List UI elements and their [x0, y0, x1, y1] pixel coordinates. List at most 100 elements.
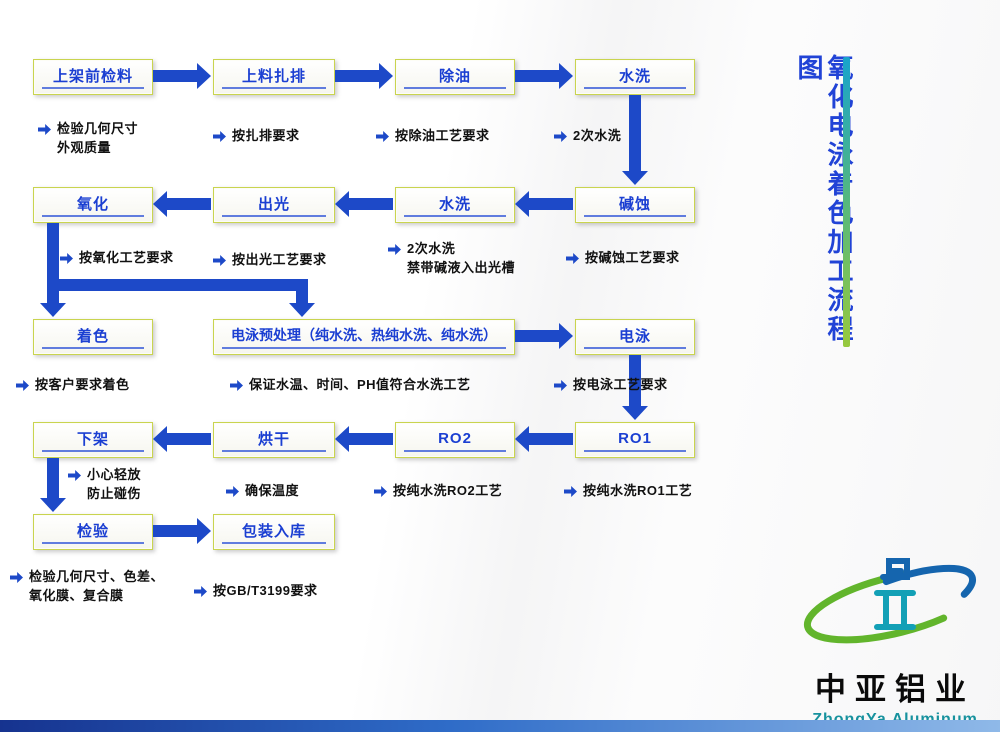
note-text: 确保温度 [245, 483, 300, 498]
note-text: 按出光工艺要求 [232, 252, 327, 267]
flow-step-box: 除油 [395, 59, 515, 95]
flow-step-box: 电泳 [575, 319, 695, 355]
note-arrow-icon [388, 244, 401, 255]
flow-step-label: 包装入库 [241, 522, 306, 540]
flow-step-underline [42, 450, 144, 452]
zhongya-logo-icon [803, 558, 987, 646]
flow-step-label: 电泳预处理（纯水洗、热纯水洗、纯水洗） [231, 327, 497, 343]
flow-step-box: 烘干 [213, 422, 335, 458]
flow-step-label: 上架前检料 [52, 67, 133, 85]
note-arrow-icon [226, 486, 239, 497]
note-arrow-icon [554, 131, 567, 142]
flow-step-underline [404, 215, 506, 217]
flow-step-box: 碱蚀 [575, 187, 695, 223]
flow-step-underline [584, 347, 686, 349]
flow-step-underline [222, 215, 326, 217]
flow-step-box: 包装入库 [213, 514, 335, 550]
note-arrow-icon [374, 486, 387, 497]
flow-step-underline [42, 215, 144, 217]
note-text: 按氧化工艺要求 [79, 250, 174, 265]
flow-step-underline [222, 347, 506, 349]
flow-step-underline [42, 347, 144, 349]
arrow-right-icon [515, 323, 573, 349]
note: 按氧化工艺要求 [60, 249, 174, 268]
note-text: 按扎排要求 [232, 128, 300, 143]
branch-connector-line [52, 279, 302, 291]
note-arrow-icon [376, 131, 389, 142]
flow-step-label: 水洗 [618, 67, 651, 85]
flow-step-label: 上料扎排 [241, 67, 306, 85]
note-arrow-icon [194, 586, 207, 597]
note-text: 2次水洗 [573, 128, 622, 143]
arrow-down-icon [40, 458, 66, 512]
note-text: 按GB/T3199要求 [213, 583, 318, 598]
flow-step-box: 水洗 [395, 187, 515, 223]
flow-step-box: 水洗 [575, 59, 695, 95]
flow-step-box: 出光 [213, 187, 335, 223]
note-arrow-icon [230, 380, 243, 391]
note: 按电泳工艺要求 [554, 376, 668, 395]
flow-step-label: 水洗 [438, 195, 471, 213]
arrow-left-icon [515, 426, 573, 452]
company-logo: 中亚铝业 ZhongYa Aluminum [790, 545, 1000, 729]
note-text: 按纯水洗RO2工艺 [393, 483, 503, 498]
note-text: 按电泳工艺要求 [573, 377, 668, 392]
note: 保证水温、时间、PH值符合水洗工艺 [230, 376, 471, 395]
flow-step-underline [42, 542, 144, 544]
flow-step-label: 着色 [76, 327, 109, 345]
flow-step-label: 碱蚀 [618, 195, 651, 213]
note: 按扎排要求 [213, 127, 300, 146]
note: 按除油工艺要求 [376, 127, 490, 146]
note: 按纯水洗RO2工艺 [374, 482, 502, 501]
note-arrow-icon [10, 572, 23, 583]
flow-step-label: RO1 [618, 429, 652, 447]
flow-step-box: 下架 [33, 422, 153, 458]
arrow-down-icon [622, 95, 648, 185]
flow-step-underline [222, 450, 326, 452]
note-text: 检验几何尺寸 外观质量 [57, 121, 139, 155]
flow-step-underline [584, 87, 686, 89]
arrow-left-icon [153, 426, 211, 452]
flow-step-box: 着色 [33, 319, 153, 355]
arrow-left-icon [515, 191, 573, 217]
flow-step-underline [404, 450, 506, 452]
flow-step-label: 出光 [257, 195, 290, 213]
flow-step-label: RO2 [438, 429, 472, 447]
company-name-cn: 中亚铝业 [815, 672, 975, 707]
flow-step-label: 检验 [76, 522, 109, 540]
note-arrow-icon [16, 380, 29, 391]
note-arrow-icon [38, 124, 51, 135]
note: 小心轻放 防止碰伤 [68, 466, 141, 504]
note-arrow-icon [566, 253, 579, 264]
note: 检验几何尺寸、色差、 氧化膜、复合膜 [10, 568, 164, 606]
note-text: 2次水洗 禁带碱液入出光槽 [407, 241, 516, 275]
flow-step-label: 下架 [76, 430, 109, 448]
note-arrow-icon [213, 255, 226, 266]
note: 确保温度 [226, 482, 299, 501]
note: 按纯水洗RO1工艺 [564, 482, 692, 501]
note-arrow-icon [554, 380, 567, 391]
arrow-left-icon [153, 191, 211, 217]
flow-step-label: 烘干 [257, 430, 290, 448]
arrow-down-icon [40, 223, 66, 317]
arrow-right-icon [153, 518, 211, 544]
flow-step-label: 电泳 [618, 327, 651, 345]
note-text: 按除油工艺要求 [395, 128, 490, 143]
note-arrow-icon [68, 470, 81, 481]
flow-step-box: RO1 [575, 422, 695, 458]
note-arrow-icon [564, 486, 577, 497]
arrow-right-icon [515, 63, 573, 89]
arrow-left-icon [335, 426, 393, 452]
title-accent-bar [843, 57, 850, 347]
arrow-down-icon [289, 279, 315, 317]
footer-accent-bar [0, 720, 1000, 732]
note: 2次水洗 禁带碱液入出光槽 [388, 240, 515, 278]
note-text: 按纯水洗RO1工艺 [583, 483, 693, 498]
note-text: 检验几何尺寸、色差、 氧化膜、复合膜 [29, 569, 165, 603]
note: 2次水洗 [554, 127, 621, 146]
note: 检验几何尺寸 外观质量 [38, 120, 138, 158]
arrow-left-icon [335, 191, 393, 217]
flow-step-box: RO2 [395, 422, 515, 458]
note-text: 按碱蚀工艺要求 [585, 250, 680, 265]
